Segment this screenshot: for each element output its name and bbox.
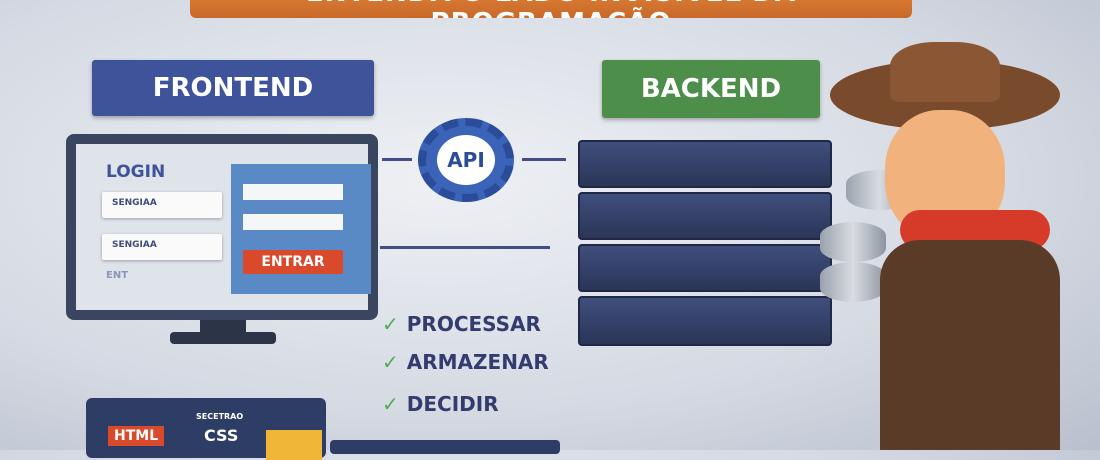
api-label: API (437, 135, 495, 185)
css-label: CSS (204, 426, 239, 445)
step-armazenar: ✓ARMAZENAR (382, 350, 549, 374)
check-icon: ✓ (382, 312, 399, 336)
login-panel: ENTRAR (231, 164, 371, 294)
check-icon: ✓ (382, 392, 399, 416)
html-badge: HTML (108, 426, 165, 446)
database-icon (820, 262, 886, 302)
arrow-login-to-backend (380, 246, 550, 249)
footer-text: ENT (106, 270, 129, 281)
step-decidir: ✓DECIDIR (382, 392, 499, 416)
bottom-bar (330, 440, 560, 454)
folder-icon (266, 430, 322, 460)
entrar-button[interactable]: ENTRAR (243, 250, 343, 274)
monitor: ENTRAR LOGIN SENGIAA SENGIAA ENT (66, 134, 378, 320)
arrow-to-backend (522, 158, 566, 161)
server-unit (578, 296, 832, 346)
login-heading: LOGIN (106, 162, 166, 182)
username-field[interactable]: SENGIAA (102, 192, 222, 218)
frontend-label: FRONTEND (92, 60, 374, 116)
banner-text: ENTENDA O LADO INVISÍVEL DA PROGRAMAÇÃO (306, 0, 796, 18)
title-banner: ENTENDA O LADO INVISÍVEL DA PROGRAMAÇÃO (190, 0, 912, 18)
server-unit (578, 244, 832, 292)
password-field[interactable]: SENGIAA (102, 234, 222, 260)
step-processar: ✓PROCESSAR (382, 312, 541, 336)
login-screen: ENTRAR LOGIN SENGIAA SENGIAA ENT (76, 144, 371, 310)
css-caption: SECETRAO (196, 412, 244, 421)
monitor-base (170, 332, 276, 344)
api-gear-icon: API (418, 118, 514, 202)
check-icon: ✓ (382, 350, 399, 374)
character-illustration (830, 42, 1060, 450)
bottom-panel: HTML SECETRAO CSS (86, 398, 326, 460)
database-icon (820, 222, 886, 262)
server-unit (578, 140, 832, 188)
arrow-to-api (382, 158, 412, 161)
backend-label: BACKEND (602, 60, 820, 118)
server-unit (578, 192, 832, 240)
